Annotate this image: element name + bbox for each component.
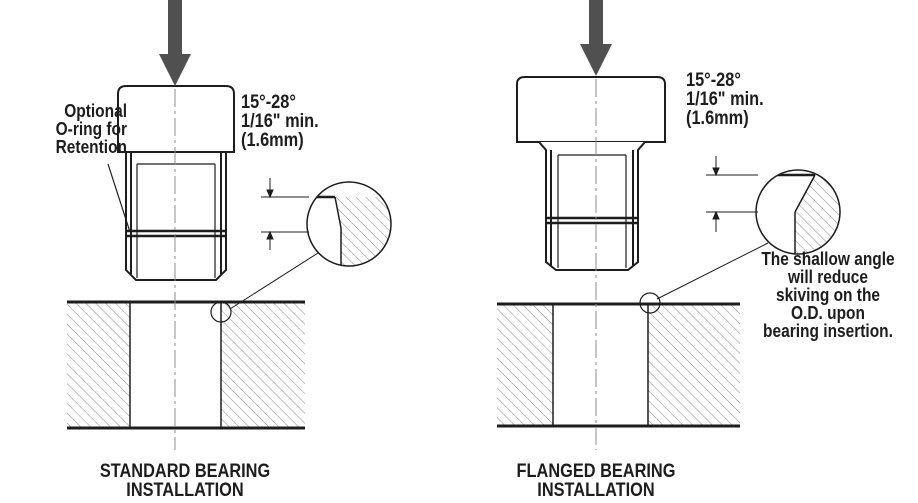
flanged-dimension (706, 156, 758, 232)
standard-bearing (117, 85, 235, 281)
spec-angle: 15°-28° (241, 92, 296, 113)
caption-line: INSTALLATION (126, 480, 244, 501)
standard-dimension (261, 178, 309, 250)
remark-line: O.D. upon (791, 303, 865, 323)
spec-depth: 1/16" min. (686, 89, 764, 110)
standard-spec-label: 15°-28° 1/16" min. (1.6mm) (241, 93, 319, 150)
standard-housing (67, 300, 305, 430)
oring-note: Optional O-ring for Retention (56, 102, 127, 156)
shallow-angle-remark: The shallow angle will reduce skiving on… (754, 250, 902, 340)
flanged-bearing-assembly (497, 0, 841, 450)
oring-leader (107, 163, 131, 233)
remark-line: skiving on the (775, 285, 881, 305)
flanged-spec-label: 15°-28° 1/16" min. (1.6mm) (686, 71, 764, 128)
oring-note-line: Optional (64, 101, 127, 121)
spec-depth-mm: (1.6mm) (686, 108, 749, 129)
down-arrow-icon (159, 0, 191, 86)
flanged-housing (497, 302, 740, 428)
remark-line: will reduce (787, 267, 869, 287)
remark-line: bearing insertion. (763, 321, 893, 341)
flanged-caption: FLANGED BEARING INSTALLATION (510, 462, 682, 500)
spec-angle: 15°-28° (686, 70, 741, 91)
down-arrow-icon (580, 0, 612, 76)
spec-depth: 1/16" min. (241, 111, 319, 132)
caption-line: FLANGED BEARING (516, 461, 676, 482)
oring-note-line: O-ring for (55, 119, 127, 139)
caption-line: STANDARD BEARING (99, 461, 271, 482)
standard-bearing-assembly (67, 0, 392, 450)
oring-note-line: Retention (55, 137, 127, 157)
remark-line: The shallow angle (761, 249, 895, 269)
spec-depth-mm: (1.6mm) (241, 130, 304, 151)
caption-line: INSTALLATION (537, 480, 655, 501)
standard-caption: STANDARD BEARING INSTALLATION (99, 462, 271, 500)
flanged-bearing (516, 76, 666, 271)
